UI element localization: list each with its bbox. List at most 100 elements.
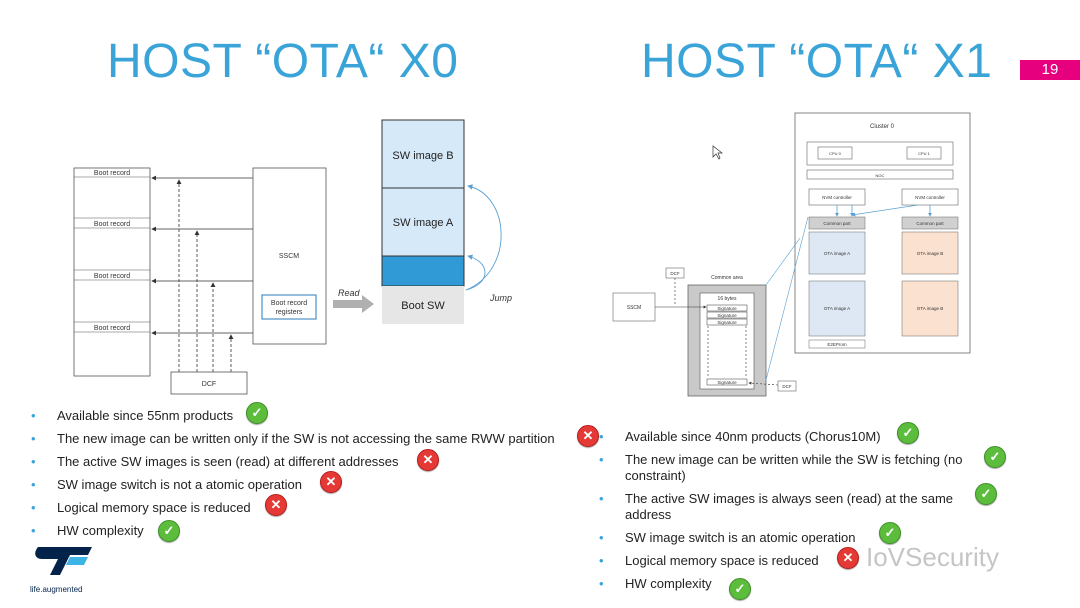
signature-cell	[706, 318, 748, 326]
cross-icon: ✕	[577, 425, 599, 447]
title-x1: HOST “OTA“ X1	[641, 35, 993, 88]
dcf-box	[170, 371, 248, 395]
bullet-text: HW complexity	[625, 576, 712, 591]
bullet-right-2: •The new image can be written while the …	[599, 452, 963, 483]
signature-label: Signature	[717, 320, 737, 325]
link-line	[765, 216, 809, 381]
boot-record-label: Boot record	[94, 170, 130, 177]
common-area-label: Common area	[711, 275, 743, 281]
dcf-top-label: DCF	[670, 271, 679, 276]
bullet-text: HW complexity	[57, 523, 144, 538]
sscm-label: SSCM	[279, 253, 299, 260]
registers-label: registers	[276, 309, 303, 316]
bullet-text: The active SW images is always seen (rea…	[625, 491, 954, 522]
signature-label: Signature	[717, 380, 737, 385]
bullet-left-2: •The new image can be written only if th…	[31, 431, 555, 446]
registers-label: Boot record	[271, 300, 307, 307]
bullet-right-1: •Available since 40nm products (Chorus10…	[599, 429, 881, 444]
dcf-bottom-box	[777, 380, 797, 392]
bullet-text: The new image can be written while the S…	[625, 452, 963, 483]
dcf-bottom-label: DCF	[782, 384, 791, 389]
boot-record-label: Boot record	[94, 273, 130, 280]
nvm-left-label: NVM controller	[822, 195, 852, 200]
signature-cell	[706, 378, 748, 386]
common-left-box	[808, 216, 866, 230]
sw-image-b-box	[381, 119, 465, 189]
nvm-right-label: NVM controller	[915, 195, 945, 200]
dcf-label: DCF	[202, 381, 216, 388]
signature-label: Signature	[717, 313, 737, 318]
ota-a2-box	[808, 280, 866, 337]
bullet-text: Available since 55nm products	[57, 408, 234, 423]
ota-a1-box	[808, 231, 866, 275]
bullet-text: Logical memory space is reduced	[57, 500, 251, 515]
bullet-text: The active SW images is seen (read) at d…	[57, 454, 399, 469]
sw-image-b-label: SW image B	[392, 150, 453, 162]
cpu0-label: CPU 0	[829, 151, 842, 156]
bullet-right-3: •The active SW images is always seen (re…	[599, 491, 954, 522]
check-icon: ✓	[897, 422, 919, 444]
boot-sw-box	[382, 286, 464, 324]
cpu0-box	[817, 146, 853, 160]
cross-icon: ✕	[265, 494, 287, 516]
jump-arrow	[465, 184, 502, 291]
nvm-arrows	[835, 204, 932, 217]
boot-record-rows	[74, 176, 150, 333]
check-icon: ✓	[729, 578, 751, 600]
bullet-text: The new image can be written only if the…	[57, 431, 555, 446]
signature-cell	[706, 304, 748, 312]
ota-a2-label: OTA image A	[824, 306, 850, 311]
boot-record-registers-box	[261, 294, 317, 320]
check-icon: ✓	[984, 446, 1006, 468]
check-icon: ✓	[246, 402, 268, 424]
read-label: Read	[338, 288, 361, 298]
eeprom-label: E2EProm	[827, 342, 847, 347]
watermark: IoVSecurity	[866, 542, 999, 572]
record-arrows	[151, 175, 253, 336]
bullet-text: SW image switch is not a atomic operatio…	[57, 477, 302, 492]
check-icon: ✓	[158, 520, 180, 542]
cpu1-label: CPU 1	[918, 151, 931, 156]
check-icon: ✓	[879, 522, 901, 544]
ota-b1-label: OTA image B	[917, 251, 943, 256]
noc-label: NOC	[876, 173, 885, 178]
bullet-left-5: •Logical memory space is reduced	[31, 500, 251, 515]
cluster-label: Cluster 0	[870, 124, 895, 130]
bullet-left-3: •The active SW images is seen (read) at …	[31, 454, 399, 469]
bullet-right-5: •Logical memory space is reduced	[599, 553, 819, 568]
bullet-left-1: •Available since 55nm products	[31, 408, 234, 423]
eeprom-box	[808, 339, 866, 349]
common-right-label: Common part	[916, 221, 944, 226]
mouse-cursor-icon	[712, 145, 724, 160]
signature-label: Signature	[717, 306, 737, 311]
link-line	[765, 237, 801, 286]
boot-record-column	[73, 167, 151, 377]
sscm-box	[612, 292, 656, 322]
common-right-box	[901, 216, 959, 230]
sscm-label: SSCM	[627, 305, 641, 311]
diagram-x0: Boot record Boot record Boot record Boot…	[73, 119, 512, 395]
dcf-bottom-link	[748, 381, 779, 386]
bytes-label: 16 bytes	[718, 296, 737, 302]
bullet-text: SW image switch is an atomic operation	[625, 530, 856, 545]
noc-bar	[806, 169, 954, 180]
boot-sw-label: Boot SW	[401, 300, 445, 312]
logo-tagline: life.augmented	[30, 585, 83, 594]
ota-b1-box	[901, 231, 959, 275]
sw-image-a-box	[381, 187, 465, 257]
jump-label: Jump	[489, 293, 512, 303]
signature-cell	[706, 311, 748, 319]
read-arrow	[333, 295, 374, 313]
page-number: 19	[1020, 60, 1080, 80]
active-region	[381, 255, 465, 287]
cross-icon: ✕	[417, 449, 439, 471]
st-logo: life.augmented	[30, 543, 102, 594]
sw-image-a-label: SW image A	[393, 217, 454, 229]
boot-record-label: Boot record	[94, 221, 130, 228]
ota-b2-box	[901, 280, 959, 337]
bullet-text: Available since 40nm products (Chorus10M…	[625, 429, 881, 444]
jump-arrow	[465, 254, 486, 291]
title-x0: HOST “OTA“ X0	[107, 35, 459, 88]
boot-record-label: Boot record	[94, 325, 130, 332]
bullet-text: Logical memory space is reduced	[625, 553, 819, 568]
